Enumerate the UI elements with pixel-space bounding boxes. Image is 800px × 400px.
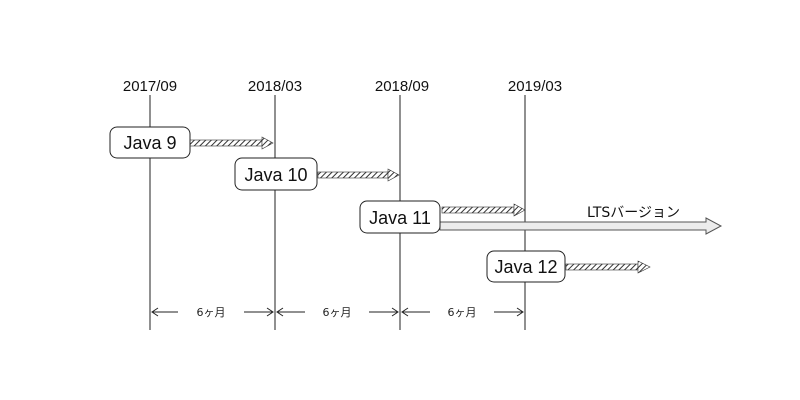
interval-label: 6ヶ月 bbox=[448, 306, 477, 319]
support-arrow-java12 bbox=[565, 260, 651, 274]
support-arrow-java9 bbox=[189, 136, 274, 150]
interval-label: 6ヶ月 bbox=[323, 306, 352, 319]
version-box-java12: Java 12 bbox=[486, 250, 566, 283]
lts-support-arrow bbox=[439, 217, 723, 235]
version-label: Java 11 bbox=[369, 208, 431, 228]
date-label: 2017/09 bbox=[123, 78, 177, 95]
date-label: 2018/09 bbox=[375, 78, 429, 95]
version-box-java11: Java 11 bbox=[359, 200, 441, 234]
interval-marker-2: 6ヶ月 bbox=[276, 306, 399, 319]
interval-label: 6ヶ月 bbox=[197, 306, 226, 319]
version-box-java9: Java 9 bbox=[109, 126, 191, 159]
support-arrow-java11 bbox=[441, 203, 526, 217]
interval-marker-1: 6ヶ月 bbox=[151, 306, 274, 319]
date-label: 2019/03 bbox=[508, 78, 562, 95]
lts-label: LTSバージョン bbox=[587, 205, 680, 221]
interval-marker-3: 6ヶ月 bbox=[401, 306, 524, 319]
support-arrow-java10 bbox=[317, 168, 400, 182]
version-label: Java 10 bbox=[244, 165, 307, 185]
version-box-java10: Java 10 bbox=[234, 157, 318, 191]
version-label: Java 9 bbox=[123, 133, 176, 153]
date-label: 2018/03 bbox=[248, 78, 302, 95]
version-label: Java 12 bbox=[494, 257, 557, 277]
